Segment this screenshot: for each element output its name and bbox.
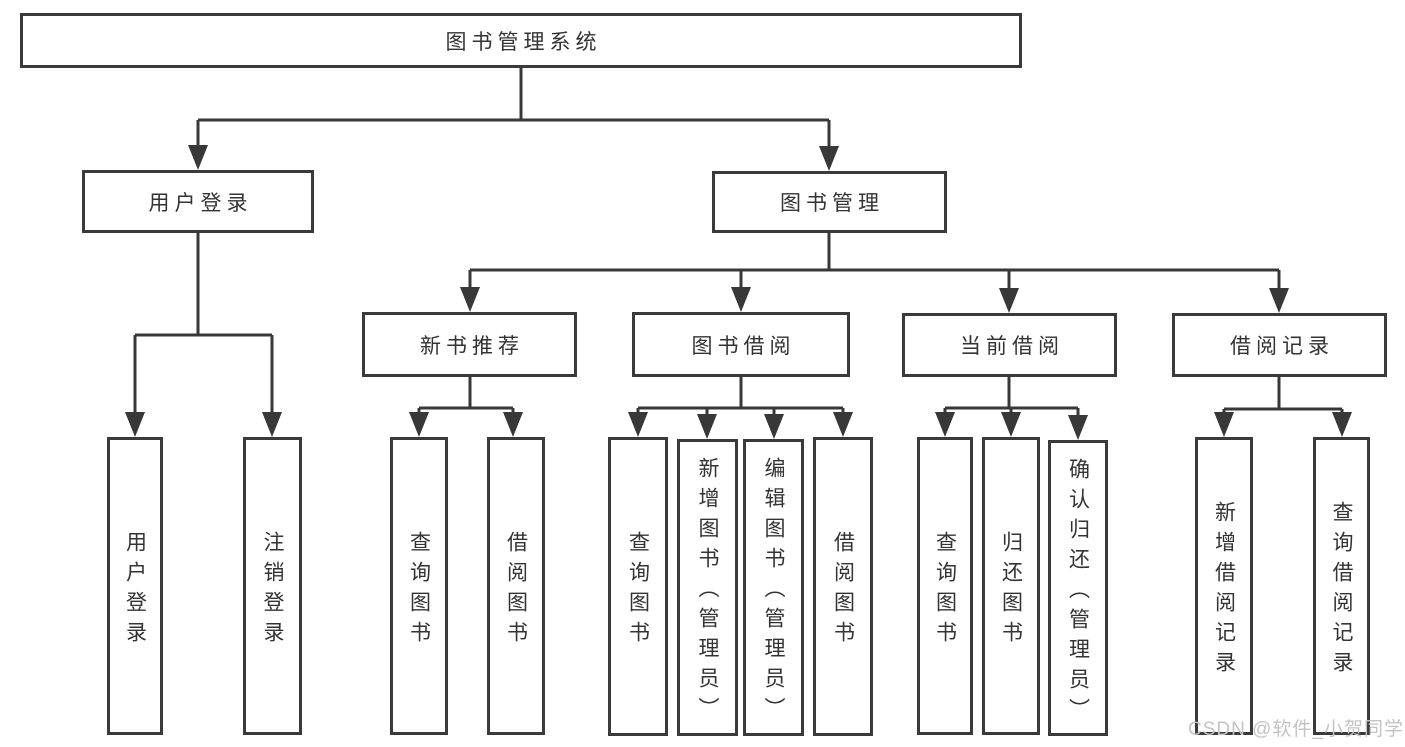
node-label: 注销登录 [261,530,284,651]
node-label: 查询图书 [933,530,957,651]
leaf-query-books-borrowing: 查询图书 [608,437,668,736]
node-label: 借阅图书 [504,530,528,651]
node-label: 当前借阅 [960,335,1064,358]
watermark: CSDN @软件_小贺同学 [1188,719,1404,740]
node-label: 用户登录 [123,530,147,651]
node-book-borrowing: 图书借阅 [632,312,850,377]
node-label: 用户登录 [148,191,253,215]
leaf-logout: 注销登录 [243,437,302,735]
leaf-edit-books-admin: 编辑图书（管理员） [743,439,804,736]
arrowheads [125,145,1352,440]
node-label: 图书管理 [780,192,884,215]
leaf-return-books: 归还图书 [982,437,1040,735]
node-label: 查询借阅记录 [1330,500,1353,681]
leaf-add-borrow-record: 新增借阅记录 [1195,437,1253,735]
node-label: 编辑图书（管理员） [762,457,785,727]
node-label: 归还图书 [999,530,1023,651]
leaf-query-borrow-record: 查询借阅记录 [1313,437,1370,735]
node-library-system: 图书管理系统 [20,13,1022,68]
node-current-borrowing: 当前借阅 [902,313,1117,377]
leaf-user-login: 用户登录 [107,437,163,735]
node-new-book-recommendation: 新书推荐 [362,312,577,377]
leaf-query-books-recommend: 查询图书 [390,437,448,735]
node-label: 新书推荐 [420,334,524,358]
node-borrowing-records: 借阅记录 [1172,313,1387,377]
node-label: 借阅记录 [1230,335,1334,358]
node-label: 查询图书 [626,531,650,651]
node-label: 新增借阅记录 [1212,500,1236,681]
node-label: 图书借阅 [691,334,796,358]
leaf-add-books-admin: 新增图书（管理员） [677,439,738,736]
node-label: 查询图书 [407,530,431,651]
node-label: 借阅图书 [831,531,855,651]
leaf-borrow-books-recommend: 借阅图书 [487,437,545,735]
leaf-confirm-return-admin: 确认归还（管理员） [1048,440,1108,736]
node-label: 确认归还（管理员） [1066,457,1090,728]
node-book-management: 图书管理 [712,171,947,233]
leaf-query-books-current: 查询图书 [917,437,973,735]
leaf-borrow-books-borrowing: 借阅图书 [813,437,873,736]
node-label: 图书管理系统 [445,30,602,54]
node-label: 新增图书（管理员） [696,457,719,727]
node-user-login: 用户登录 [82,170,314,233]
